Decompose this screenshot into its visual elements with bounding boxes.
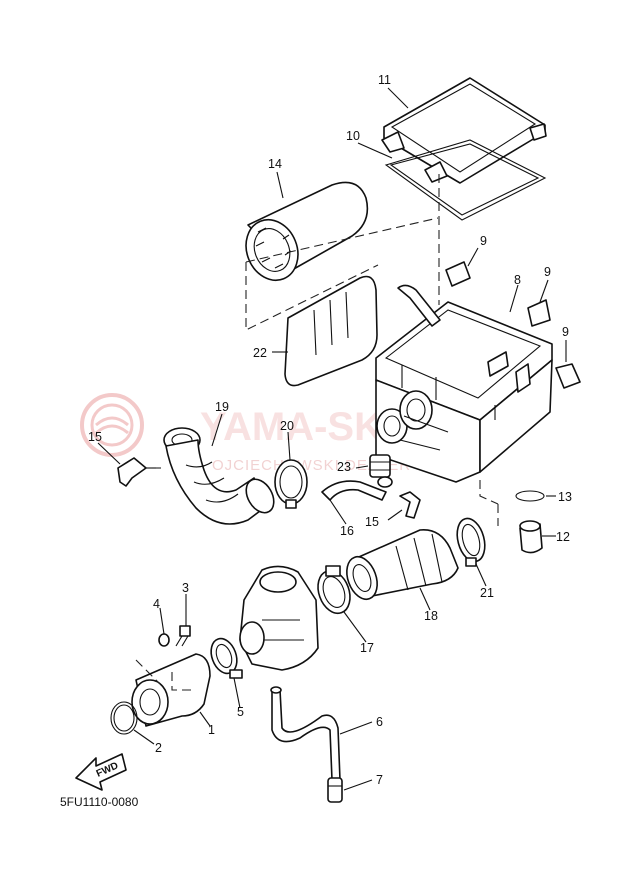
assembly-guide-lines — [135, 174, 499, 691]
callout-13: 13 — [558, 490, 572, 504]
part-5-hose-clamp — [210, 637, 243, 679]
callout-8: 8 — [514, 273, 521, 287]
part-19-intake-duct — [163, 427, 275, 525]
fwd-arrow-icon: FWD — [75, 753, 127, 791]
callout-4: 4 — [153, 597, 160, 611]
callout-3: 3 — [182, 581, 189, 595]
callout-14: 14 — [268, 157, 282, 171]
part-9-clip-a — [445, 261, 471, 287]
part-14-filter-element — [245, 181, 369, 282]
callout-20: 20 — [280, 419, 294, 433]
diagram-code: 5FU1110-0080 — [60, 795, 139, 809]
part-12-drain-cap — [519, 520, 543, 554]
callout-2: 2 — [155, 741, 162, 755]
callout-11: 11 — [378, 73, 391, 87]
leader-lines — [97, 87, 567, 791]
part-16-breather-hose — [321, 476, 393, 501]
part-11-cover — [381, 77, 547, 184]
part-10-gasket — [384, 139, 547, 221]
part-20-hose-clamp — [274, 459, 308, 509]
part-22-plate — [284, 275, 378, 387]
part-1-carb-joint — [131, 653, 211, 727]
callout-6: 6 — [376, 715, 383, 729]
callout-15-left: 15 — [88, 430, 102, 444]
callout-9-a: 9 — [480, 234, 487, 248]
callout-7: 7 — [376, 773, 383, 787]
callout-22: 22 — [253, 346, 267, 360]
callout-18: 18 — [424, 609, 438, 623]
callout-15-right: 15 — [365, 515, 379, 529]
watermark-logo — [80, 393, 144, 457]
carburetor — [239, 565, 319, 671]
callout-1: 1 — [208, 723, 215, 737]
callout-21: 21 — [480, 586, 494, 600]
callout-19: 19 — [215, 400, 229, 414]
callout-9-b: 9 — [544, 265, 551, 279]
callout-10: 10 — [346, 129, 360, 143]
callout-23: 23 — [337, 460, 351, 474]
part-18-joint — [346, 529, 459, 601]
part-13-clamp — [515, 490, 545, 502]
part-21-hose-clamp — [456, 517, 486, 567]
callout-labels: 11 10 14 9 8 9 9 22 19 15 20 23 15 16 13… — [88, 73, 572, 787]
callout-16: 16 — [340, 524, 354, 538]
callout-9-c: 9 — [562, 325, 569, 339]
part-7-drain-cap — [327, 777, 343, 803]
part-6-hose — [270, 686, 341, 781]
part-3-screw — [175, 625, 191, 647]
part-17-hose-clamp — [317, 565, 351, 615]
part-9-clip-b — [527, 299, 551, 327]
part-9-clip-c — [555, 363, 581, 389]
part-2-o-ring — [110, 701, 138, 735]
part-8-air-box — [375, 284, 553, 483]
part-4-washer — [158, 633, 170, 647]
callout-17: 17 — [360, 641, 374, 655]
callout-5: 5 — [237, 705, 244, 719]
part-15-fitting-left — [117, 457, 156, 487]
part-15-fitting-right — [399, 491, 421, 519]
part-23-holder — [369, 454, 391, 478]
callout-12: 12 — [556, 530, 570, 544]
